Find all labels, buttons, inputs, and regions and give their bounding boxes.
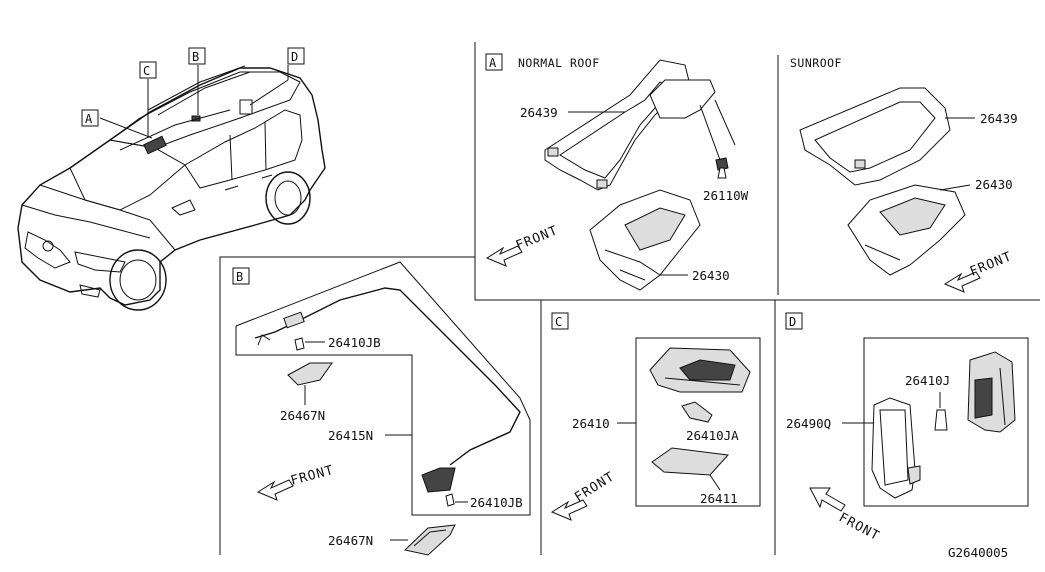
front-arrow-a1: FRONT [485,223,561,267]
sunroof-title: SUNROOF [790,56,842,70]
section-a-header: A NORMAL ROOF SUNROOF [485,53,842,71]
section-d-box [863,337,1029,507]
overview-callout-d: D [287,47,305,65]
svg-text:B: B [192,50,199,64]
svg-text:D: D [291,50,298,64]
part-label: 26430 [975,177,1013,192]
normal-roof-frame [544,59,716,191]
normal-roof-lamp [589,189,701,291]
vehicle-overview [17,65,326,311]
lens-bottom [403,524,456,556]
part-label: 26410JA [686,428,739,443]
part-label: 26415N [328,428,373,443]
svg-text:A: A [489,56,497,70]
part-label: 26467N [328,533,373,548]
part-label: 26410 [572,416,610,431]
lamp-bottom [421,467,456,493]
map-lamp-26410 [649,347,751,393]
front-arrow-b: FRONT [256,463,336,501]
bulb-top [294,337,305,351]
part-label: 26411 [700,491,738,506]
part-label: 26467N [280,408,325,423]
part-label: 26410JB [470,495,523,510]
svg-text:FRONT: FRONT [289,463,336,489]
svg-text:C: C [555,315,562,329]
part-label: 26439 [980,111,1018,126]
section-c-header: C [551,312,569,330]
svg-text:FRONT: FRONT [514,223,561,253]
front-arrow-a2: FRONT [943,249,1015,293]
part-label: 26110W [703,188,749,203]
lens-26411 [651,447,730,476]
bulb-26110w [699,99,736,179]
overview-callout-a: A [81,109,99,127]
lens-top [287,362,333,386]
panel-borders [219,42,1040,555]
cargo-lamp-housing [967,351,1016,433]
svg-text:FRONT: FRONT [836,510,882,544]
sunroof-lamp [847,184,966,276]
overview-callout-c: C [139,61,157,79]
diagram-id: G2640005 [948,545,1008,560]
leader-26411 [709,474,721,491]
section-c-box [635,337,761,507]
section-d-header: D [785,312,803,330]
cargo-lamp-26490q [871,397,921,499]
part-label: 26430 [692,268,730,283]
part-label: 26410J [905,373,950,388]
front-arrow-c: FRONT [550,469,618,521]
normal-roof-title: NORMAL ROOF [518,56,600,70]
svg-text:FRONT: FRONT [968,249,1015,279]
bulb-26410j [934,409,948,431]
section-b-inset [235,261,531,516]
svg-text:D: D [789,315,796,329]
svg-text:FRONT: FRONT [572,469,617,505]
part-label: 26490Q [786,416,831,431]
sunroof-frame [799,87,951,186]
part-label: 26439 [520,105,558,120]
leader-lamp-sunroof [939,184,971,191]
front-arrow-d: FRONT [809,487,882,544]
svg-text:C: C [143,64,150,78]
part-label: 26410JB [328,335,381,350]
svg-text:A: A [85,112,93,126]
overview-callout-b: B [188,47,206,65]
bulb-bottom [445,493,455,507]
bulb-26410ja [681,401,713,423]
svg-text:B: B [236,270,243,284]
section-b-header: B [232,267,250,285]
harness-26415n [254,287,521,466]
